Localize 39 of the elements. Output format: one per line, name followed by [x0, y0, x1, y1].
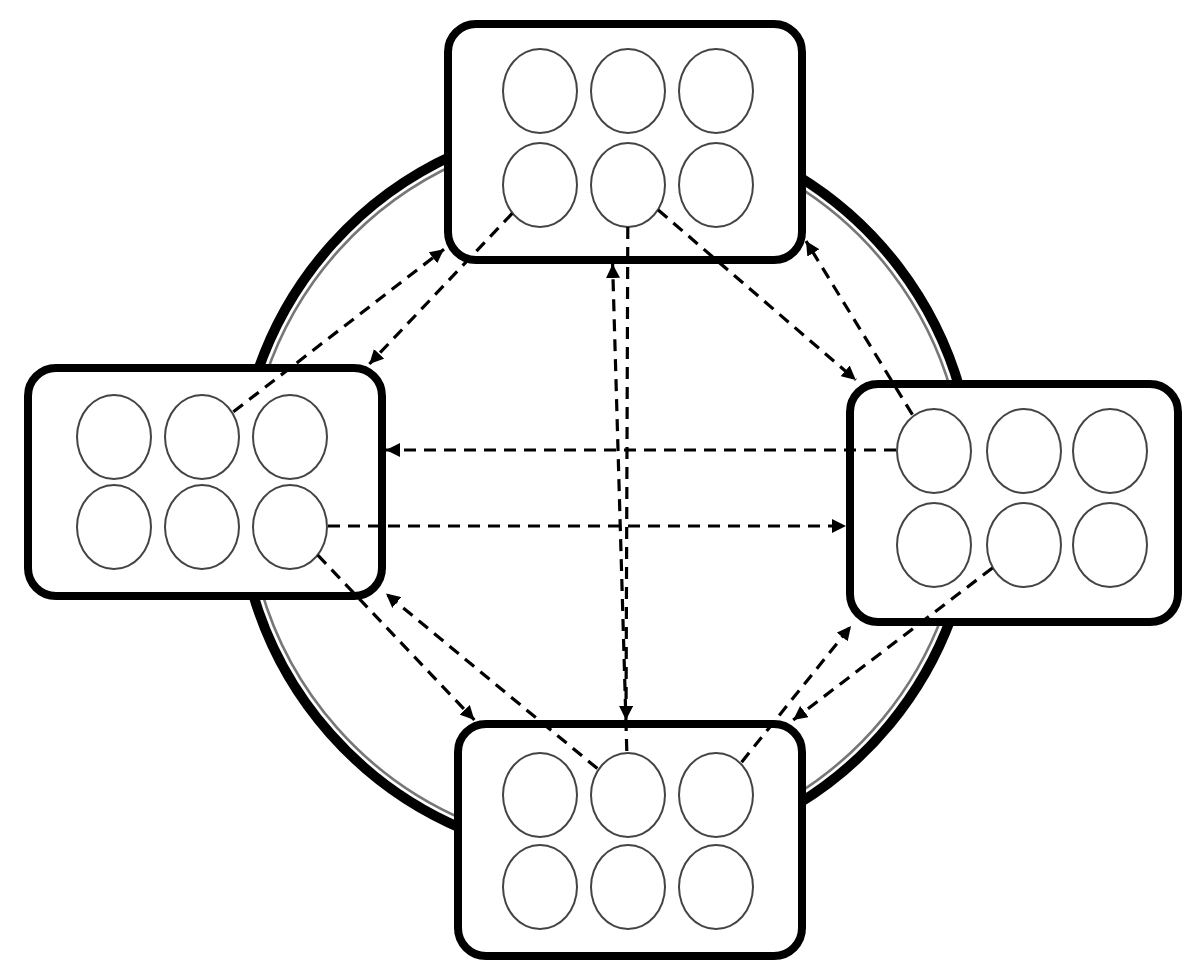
- circle-slot: [678, 843, 754, 929]
- dashed-arrow: [740, 625, 853, 764]
- dashed-arrow: [316, 554, 476, 722]
- dashed-arrow: [606, 263, 629, 752]
- circle-slot: [76, 393, 152, 479]
- circle-slot: [678, 47, 754, 133]
- dashed-arrow: [328, 519, 846, 533]
- circle-slot: [502, 843, 578, 929]
- rounded-panel: [454, 720, 806, 960]
- rounded-panel: [444, 20, 806, 264]
- circle-slot: [76, 483, 152, 569]
- circle-slot: [678, 751, 754, 837]
- circle-slot: [252, 483, 328, 569]
- circle-slot: [502, 141, 578, 227]
- circle-slot: [986, 407, 1062, 493]
- dashed-arrow: [385, 592, 599, 770]
- circle-slot: [164, 483, 240, 569]
- dashed-arrow: [386, 443, 896, 457]
- circle-slot: [1072, 501, 1148, 587]
- circle-slot: [252, 393, 328, 479]
- rounded-panel: [846, 380, 1182, 626]
- circle-slot: [590, 141, 666, 227]
- dashed-arrow: [619, 227, 634, 720]
- dashed-arrow: [792, 566, 994, 722]
- circle-slot: [986, 501, 1062, 587]
- circle-slot: [1072, 407, 1148, 493]
- circle-slot: [502, 751, 578, 837]
- circle-slot: [164, 393, 240, 479]
- dashed-arrow: [368, 212, 514, 366]
- circle-slot: [502, 47, 578, 133]
- circle-slot: [590, 47, 666, 133]
- circle-slot: [896, 407, 972, 493]
- dashed-arrow: [657, 208, 857, 382]
- rounded-panel: [24, 364, 386, 600]
- circle-slot: [678, 141, 754, 227]
- dashed-arrow: [804, 240, 914, 416]
- circle-slot: [590, 843, 666, 929]
- circle-slot: [590, 751, 666, 837]
- circle-slot: [896, 501, 972, 587]
